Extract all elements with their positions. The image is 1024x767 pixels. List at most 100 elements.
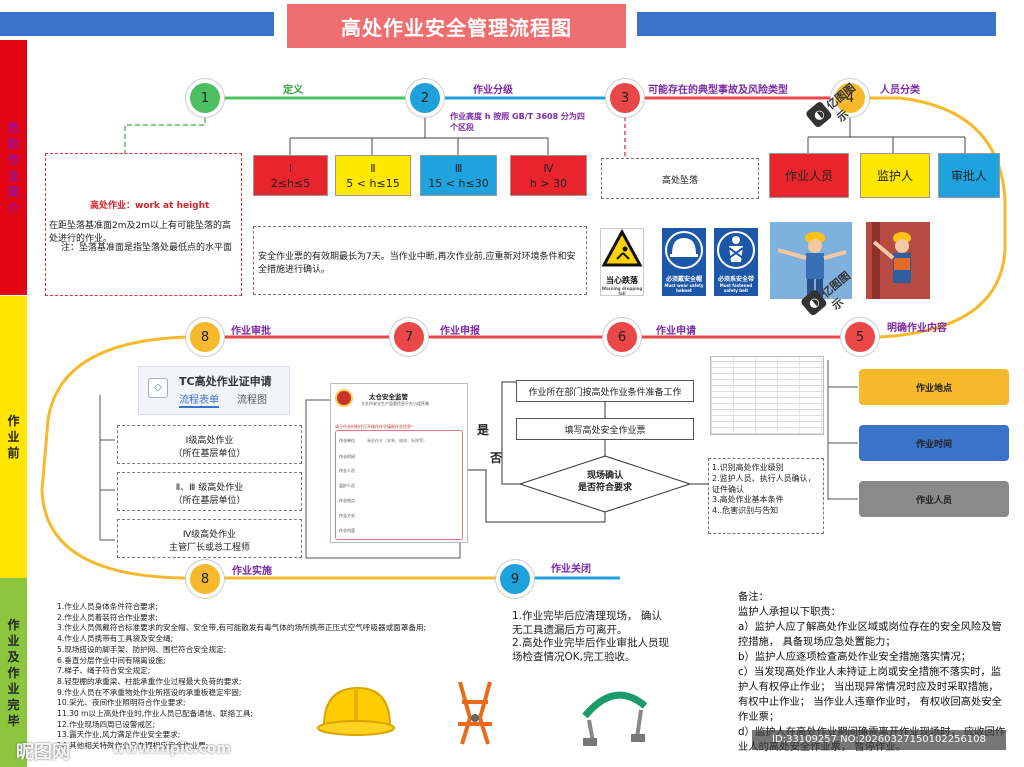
step-4-circle: 4 [831, 79, 869, 117]
grade-1-range: 2≤h≤5 [270, 176, 311, 190]
content-item-4: 4..危害识别与告知 [712, 506, 779, 515]
step-4-num: 4 [845, 90, 855, 106]
harness-icon [717, 231, 755, 269]
approval-app-title: TC高处作业证申请 [179, 375, 272, 388]
declare-field-1: 作业单位 [339, 438, 355, 443]
impl-item-4: 4.作业人员携带有工具袋及安全绳; [57, 634, 174, 644]
apply-fill-text: 填写高处安全作业票 [564, 425, 646, 436]
safety-lanyard-image [575, 676, 655, 748]
declare-field-6: 作业方式 [339, 513, 355, 518]
tag-location: 作业地点 [859, 369, 1009, 405]
decision-label: 现场确认 是否符合要求 [555, 470, 655, 494]
id-watermark-text: ID:33109257 NO:20260327150102256108 [772, 734, 986, 745]
tab-flow-form[interactable]: 流程表单 [179, 391, 219, 408]
caution-triangle-icon [601, 228, 643, 267]
step-3-label: 可能存在的典型事故及风险类型 [648, 85, 788, 96]
helmet-icon [665, 231, 703, 269]
closing-item-1: 1.作业完毕后应清理现场， 确认无工具遗漏后方可离开。 [512, 610, 662, 636]
step-5-num: 5 [855, 329, 865, 345]
sidebar-during: 作业及作业完毕 [0, 578, 27, 767]
role-approver: 审批人 [938, 153, 1000, 198]
step-4-label: 人员分类 [880, 85, 920, 96]
step-8b-label: 作业实施 [232, 566, 272, 577]
harness-sign-sub: Must fastened safety belt [719, 283, 753, 293]
impl-item-12: 12.作业现场四周已设警戒区; [57, 719, 156, 729]
remarks-item-c: c）当发现高处作业人未持证上岗或安全措施不落实时，监护人有权停止作业； 当出现异… [738, 666, 1002, 723]
definition-note: 注：坠落基准面是指坠落处最低点的水平面 [61, 243, 233, 253]
grade-4-range: h > 30 [529, 176, 568, 190]
role-guardian: 监护人 [860, 153, 930, 198]
sidebar-intro: 危险作业简介 [0, 40, 27, 295]
declare-field-7: 作业内容 [339, 528, 355, 533]
impl-item-11: 11.30 m以上高处作业时,作业人员已配备通信、联络工具; [57, 709, 253, 719]
worker-illustration-left [770, 222, 852, 299]
caution-fall-sub: Warning dropping fall [601, 286, 643, 296]
step-2-label: 作业分级 [473, 85, 513, 96]
approval-level-2-l2: （所在基层单位） [173, 496, 246, 506]
step-7-circle: 7 [390, 318, 428, 356]
step-9-num: 9 [510, 571, 520, 587]
helmet-sign-text: 必须戴安全帽 [665, 276, 702, 283]
closing-list: 1.作业完毕后应清理现场， 确认无工具遗漏后方可离开。 2.高处作业完毕后作业审… [512, 610, 670, 664]
definition-head: 高处作业：work at height [90, 201, 210, 211]
remarks-intro: 监护人承担以下职责： [738, 606, 841, 618]
decision-line-1: 现场确认 [586, 471, 623, 481]
remarks-item-a: a）监护人应了解高处作业区域或岗位存在的安全风险及管控措施， 具备现场应急处置能… [738, 621, 1002, 648]
grade-box-3: Ⅲ 15 < h≤30 [420, 155, 497, 196]
caution-fall-sign: 当心跌落 Warning dropping fall [600, 228, 644, 296]
impl-item-9: 9.作业人员在不承重物处作业所搭设的承重板稳定牢固; [57, 687, 242, 697]
safety-harness-image [440, 678, 510, 748]
impl-item-1: 1.作业人员身体条件符合要求; [57, 602, 158, 611]
harness-sign: 必须系安全带 Must fastened safety belt [714, 228, 758, 296]
step-8a-num: 8 [200, 329, 210, 345]
definition-box: 高处作业：work at height 在距坠落基准面2m及2m以上有可能坠落的… [45, 153, 242, 296]
sidebar-intro-label: 危险作业简介 [7, 120, 20, 215]
role-worker: 作业人员 [769, 153, 849, 198]
step-8-implement-circle: 8 [186, 560, 224, 598]
sidebar-before-label: 作业前 [7, 414, 20, 460]
apply-fill-ticket-box: 填写高处安全作业票 [516, 418, 694, 440]
step-8a-label: 作业审批 [231, 326, 271, 337]
worker-illustration-right [866, 222, 930, 299]
risk-box: 高处坠落 [601, 158, 759, 199]
remarks-item-b: b）监护人应逐项检查高处作业安全措施落实情况； [738, 651, 972, 663]
approval-level-3: Ⅳ级高处作业 主管厂长或总工程师 [117, 519, 302, 558]
content-item-2: 2.监护人员、执行人员确认，证件确认 [712, 474, 816, 494]
content-item-3: 3.高处作业基本条件 [712, 495, 784, 504]
approval-level-1-l2: （所在基层单位） [173, 449, 246, 459]
impl-item-7: 7.梯子、绳子符合安全规定; [57, 666, 151, 676]
approval-level-1-l1: Ⅰ级高处作业 [185, 436, 234, 446]
role-approver-label: 审批人 [950, 169, 987, 183]
worker-icon [770, 222, 852, 299]
declare-field-5: 作业地点 [339, 498, 355, 503]
grade-4-roman: Ⅳ [543, 161, 554, 175]
impl-item-3: 3.作业人员佩戴符合标准要求的安全帽、安全带,有可能散发有毒气体的场所携带正压式… [57, 623, 427, 633]
approval-app-icon: ◇ [148, 378, 168, 398]
tag-personnel-label: 作业人员 [915, 495, 952, 506]
tag-time: 作业时间 [859, 425, 1009, 461]
impl-item-8: 8.轻型棚的承重梁、柱能承重作业过程最大负荷的要求; [57, 676, 242, 686]
step-3-num: 3 [620, 90, 630, 106]
declare-field-4: 监护人员 [339, 483, 355, 488]
approval-level-1: Ⅰ级高处作业 （所在基层单位） [117, 425, 302, 464]
tag-personnel: 作业人员 [859, 481, 1009, 517]
helmet-sign: 必须戴安全帽 Must wear safety helmet [662, 228, 706, 296]
declare-logo-icon [335, 389, 353, 407]
worker-icon [866, 222, 930, 299]
definition-body: 在距坠落基准面2m及2m以上有可能坠落的高处进行的作业。 [49, 221, 231, 244]
declare-field-3: 作业人员 [339, 468, 355, 473]
approval-level-2: Ⅱ、Ⅲ 级高处作业 （所在基层单位） [117, 472, 302, 511]
safety-helmet-image [316, 680, 396, 742]
decision-no: 否 [490, 451, 503, 465]
tab-flow-chart[interactable]: 流程图 [237, 395, 267, 406]
role-guardian-label: 监护人 [876, 169, 913, 183]
sidebar-during-label: 作业及作业完毕 [7, 617, 20, 728]
closing-item-2: 2.高处作业完毕后作业审批人员现场检查情况OK,完工验收。 [512, 637, 670, 663]
step-1-circle: 1 [186, 79, 224, 117]
risk-item: 高处坠落 [662, 176, 699, 186]
tag-location-label: 作业地点 [915, 383, 952, 394]
safety-harness-icon [458, 681, 492, 745]
grade-2-range: 5 < h≤15 [346, 176, 400, 190]
impl-item-10: 10.采光、夜间作业照明符合作业要求; [57, 698, 186, 708]
